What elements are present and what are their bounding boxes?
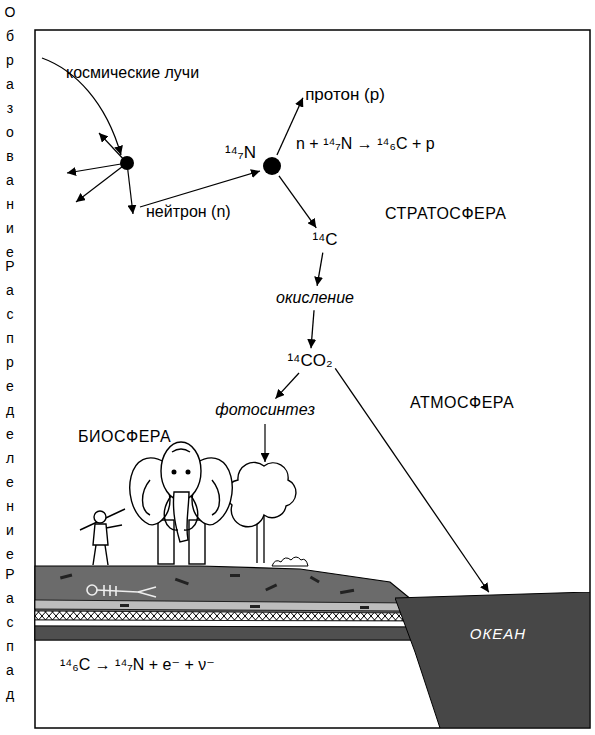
side-caption: Образование	[3, 4, 17, 268]
fleck	[60, 573, 72, 579]
process-label: окисление	[275, 289, 355, 307]
skull	[87, 585, 97, 595]
ear-fold	[212, 480, 220, 515]
fleck	[230, 574, 240, 577]
bush	[272, 557, 308, 566]
ocean-label: ОКЕАН	[469, 625, 527, 642]
nucleus: ¹⁴₇N	[263, 157, 281, 175]
ground-layer	[35, 600, 412, 611]
particle-label: протон (р)	[304, 85, 386, 105]
frame	[35, 30, 590, 728]
leg-bone	[138, 592, 156, 597]
process-node: окисление	[275, 289, 355, 307]
hunter-arm	[106, 525, 122, 528]
rib	[109, 585, 111, 596]
ground-layer	[35, 611, 412, 621]
leg-bone	[138, 587, 156, 592]
mammoth-eye	[186, 470, 190, 474]
mammoth-trunk	[173, 492, 189, 542]
side-caption: Распад	[3, 566, 17, 710]
formula-node: ¹⁴C	[311, 230, 338, 250]
particle-ray	[99, 133, 127, 163]
tree-crown	[226, 462, 296, 526]
neutron-ray	[140, 171, 260, 207]
ground-layer	[35, 566, 412, 640]
photosynthesis-arrow	[264, 424, 265, 462]
formula-label: ¹⁴C	[311, 230, 338, 250]
ground-layer	[35, 626, 412, 640]
particle-node: протон (р)	[304, 85, 386, 105]
hunter-head	[94, 511, 106, 523]
layer-name: СТРАТОСФЕРА	[385, 205, 506, 223]
fleck	[310, 576, 320, 584]
nucleus-label: ¹⁴₇N	[224, 143, 257, 163]
skeleton	[87, 585, 156, 597]
mammoth-eye	[172, 470, 176, 474]
spine	[97, 590, 138, 592]
flow-arrow	[317, 253, 323, 286]
mammoth-hair	[172, 449, 190, 452]
ocean-water	[395, 592, 590, 728]
formula-label: ¹⁴CO₂	[286, 351, 333, 371]
fleck	[120, 604, 129, 607]
mammoth-leg	[189, 520, 205, 564]
side-caption: Распределение	[3, 258, 17, 570]
layer-name: АТМОСФЕРА	[410, 394, 514, 412]
process-label: фотосинтез	[214, 401, 316, 419]
process-node: фотосинтез	[214, 401, 316, 419]
ear-fold	[143, 480, 151, 515]
hunter-body	[93, 524, 108, 545]
mammoth-tusk	[164, 496, 178, 530]
flow-arrow	[279, 176, 316, 228]
fleck	[175, 578, 189, 586]
particle-ray	[67, 163, 127, 173]
formula-node: ¹⁴CO₂	[286, 351, 333, 371]
hunter-leg	[105, 545, 108, 565]
ocean-shape: ОКЕАН	[395, 592, 590, 728]
fleck	[340, 589, 354, 594]
reaction-formula: n + ¹⁴₇N → ¹⁴₆C + p	[296, 135, 435, 153]
ray-label: космические лучи	[66, 64, 199, 82]
flow-arrow	[311, 310, 314, 348]
mammoth-tusk	[184, 496, 198, 530]
rib	[103, 585, 105, 596]
rib	[115, 586, 117, 596]
layer-name: БИОСФЕРА	[78, 428, 171, 446]
tree-trunk	[263, 515, 264, 563]
mammoth	[130, 442, 232, 564]
ground-flecks	[60, 573, 369, 609]
particle-ray	[76, 163, 127, 202]
particle-ray	[127, 163, 133, 214]
flow-arrow	[275, 373, 299, 399]
ocean-outline	[395, 592, 590, 728]
fleck	[250, 605, 260, 608]
hunter	[80, 509, 125, 565]
fleck	[265, 584, 277, 592]
fleck	[360, 606, 369, 609]
reaction-formula: ¹⁴₆C → ¹⁴₇N + e⁻ + ν⁻	[60, 656, 215, 674]
mammoth-leg	[158, 520, 174, 564]
particle-label: нейтрон (n)	[146, 203, 231, 221]
hunter-leg	[93, 545, 96, 565]
